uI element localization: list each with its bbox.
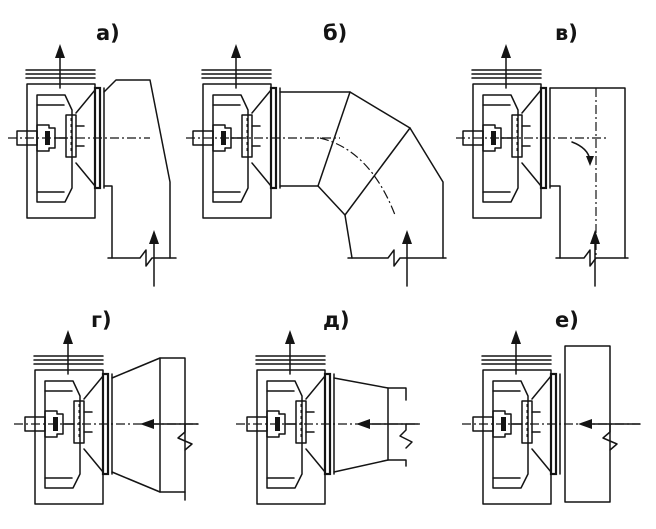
inlet-arrow-a bbox=[149, 230, 159, 287]
fan-unit-e bbox=[471, 328, 562, 506]
fan-unit-d bbox=[245, 328, 336, 506]
panel-label-e: е) bbox=[555, 308, 579, 332]
panel-a: а) bbox=[8, 21, 177, 287]
panel-d: д) bbox=[236, 308, 420, 506]
fan-unit-b bbox=[191, 42, 282, 220]
panel-label-a: а) bbox=[96, 21, 120, 45]
inlet-arrow-v bbox=[590, 230, 600, 287]
break-line-a bbox=[107, 249, 177, 267]
confuser-d bbox=[333, 377, 413, 473]
break-line-v bbox=[555, 249, 629, 267]
panel-e: е) bbox=[462, 308, 641, 506]
box-elbow-v bbox=[549, 87, 626, 259]
panel-g: г) bbox=[14, 308, 200, 506]
panel-b: б) bbox=[186, 21, 447, 287]
inlet-arrow-g bbox=[140, 419, 199, 429]
panel-label-g: г) bbox=[91, 308, 112, 332]
fan-unit-a bbox=[15, 42, 106, 220]
panel-label-d: д) bbox=[323, 308, 350, 332]
fan-unit-g bbox=[23, 328, 114, 506]
panel-label-b: б) bbox=[323, 21, 347, 45]
fan-unit-v bbox=[461, 42, 552, 220]
inlet-arrow-d bbox=[356, 419, 419, 429]
elbow-duct-b bbox=[279, 91, 444, 259]
diffuser-g bbox=[111, 357, 193, 501]
inlet-arrow-b bbox=[402, 230, 412, 287]
break-line-b bbox=[347, 249, 447, 267]
panel-v: в) bbox=[456, 21, 629, 287]
inlet-arrow-e bbox=[578, 419, 641, 429]
panel-label-v: в) bbox=[555, 21, 578, 45]
tapered-box-a bbox=[103, 79, 171, 259]
